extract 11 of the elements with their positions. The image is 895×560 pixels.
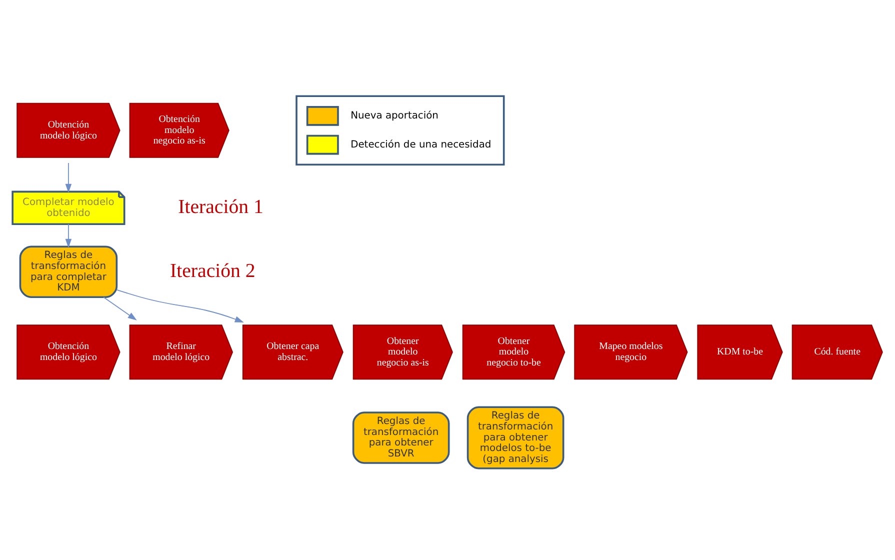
arrow	[65, 224, 72, 248]
label: Iteración 1	[178, 196, 264, 218]
arrow	[103, 296, 137, 320]
node-box: Reglas de transformación para obtener modelos to-be (gap analysis	[466, 406, 564, 470]
label: Iteración 2	[170, 260, 256, 282]
node-box: Reglas de transformación para obtener SBVR	[352, 412, 450, 464]
node-box: Reglas de transformación para completar KDM	[19, 246, 118, 298]
arrow	[65, 162, 72, 193]
legend-label: Detección de una necesidad	[350, 139, 492, 150]
arrow	[116, 289, 244, 322]
legend-label: Nueva aportación	[350, 110, 438, 122]
